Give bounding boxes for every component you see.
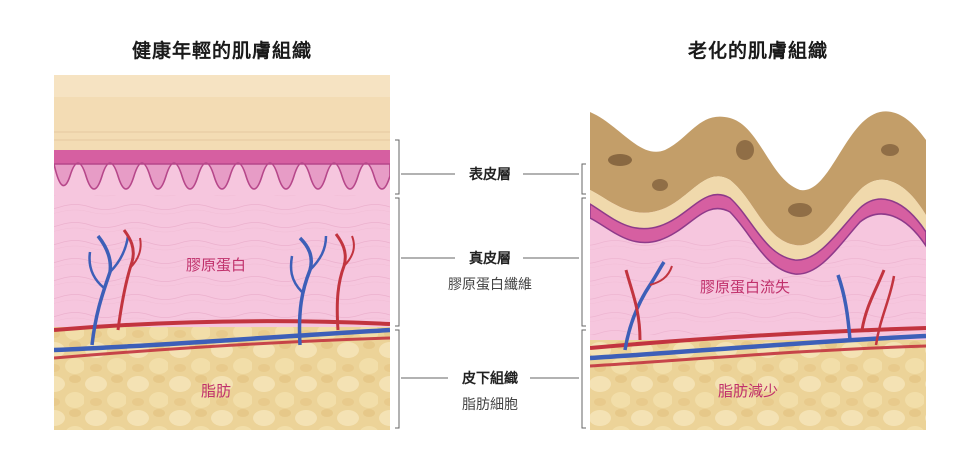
- left-fat-label: 脂肪: [201, 382, 232, 400]
- label-dermis: 真皮層 膠原蛋白纖維: [448, 251, 532, 293]
- right-skin-panel: [590, 75, 926, 430]
- left-skin-panel: [54, 75, 390, 430]
- label-epidermis: 表皮層: [469, 167, 511, 183]
- right-fat-label: 脂肪減少: [718, 382, 779, 400]
- label-subcutaneous: 皮下組織 脂肪細胞: [462, 371, 518, 413]
- left-fat: [54, 327, 390, 430]
- left-collagen-label: 膠原蛋白: [186, 256, 247, 274]
- right-panel-title: 老化的肌膚組織: [687, 40, 828, 62]
- left-basement-membrane: [54, 162, 390, 190]
- right-collagen-label: 膠原蛋白流失: [700, 278, 791, 296]
- left-panel-title: 健康年輕的肌膚組織: [131, 40, 312, 62]
- right-epidermis: [590, 111, 926, 246]
- layer-brackets: [395, 139, 586, 429]
